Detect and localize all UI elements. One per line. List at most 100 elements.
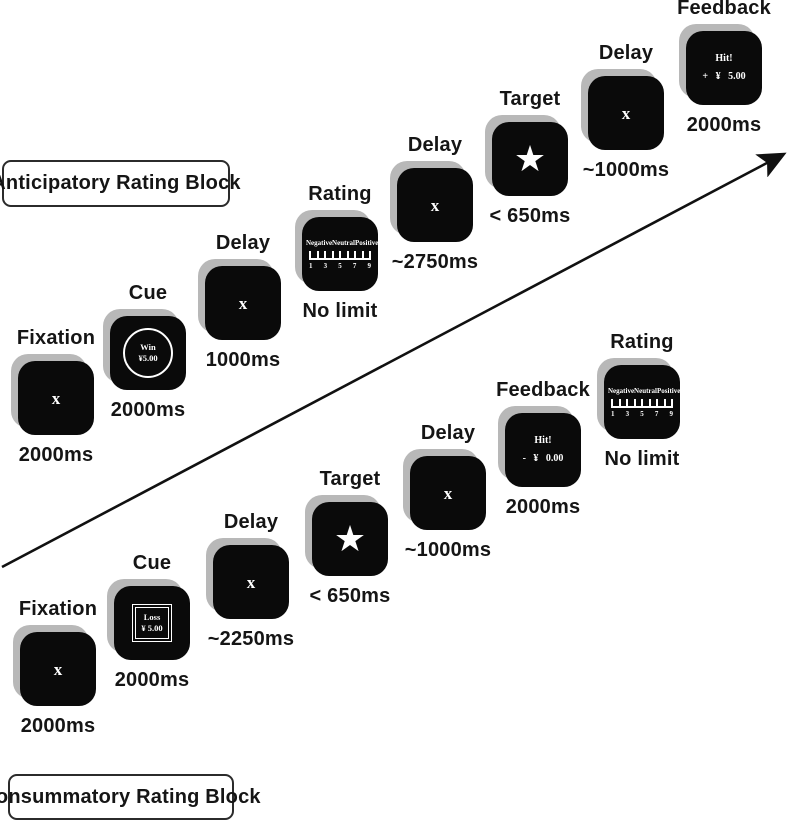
- screen-duration: ~1000ms: [404, 539, 492, 561]
- stimulus-card: Negative Neutral Positive 1 3 5 7 9: [597, 358, 680, 439]
- screen-anticipatory-delay3: Delay x ~1000ms: [571, 42, 681, 182]
- rating-label-positive: Positive: [657, 386, 681, 395]
- fixation-cross: x: [430, 195, 440, 215]
- stimulus-card: Hit! - ¥ 0.00: [498, 406, 581, 487]
- screen-duration: ~2750ms: [391, 251, 479, 273]
- screen-title: Target: [319, 468, 381, 490]
- rating-number: 9: [367, 261, 372, 270]
- feedback-hit-text: Hit!: [715, 53, 733, 64]
- screen-anticipatory-feedback: Feedback Hit! + ¥ 5.00 2000ms: [669, 0, 779, 137]
- screen-duration: 1000ms: [205, 349, 281, 371]
- rating-label-negative: Negative: [306, 238, 333, 247]
- stimulus-card: x: [13, 625, 96, 706]
- stimulus-card: Win ¥5.00: [103, 309, 186, 390]
- fixation-cross: x: [51, 388, 61, 408]
- screen-anticipatory-target: Target ★ < 650ms: [475, 88, 585, 228]
- win-cue-circle-icon: Win ¥5.00: [123, 328, 173, 378]
- rating-scale: Negative Neutral Positive 1 3 5 7 9: [608, 386, 680, 418]
- rating-number: 1: [309, 261, 313, 270]
- rating-label-negative: Negative: [608, 386, 635, 395]
- screen-title: Delay: [407, 134, 463, 156]
- rating-number: 7: [654, 409, 659, 418]
- star-icon: ★: [513, 138, 547, 179]
- screen-consummatory-fixation: Fixation x 2000ms: [3, 598, 113, 738]
- loss-cue-square-icon: Loss ¥ 5.00: [132, 603, 172, 643]
- consummatory-block-label: Consummatory Rating Block: [0, 774, 261, 820]
- screen-duration: < 650ms: [489, 205, 571, 227]
- rating-number: 3: [323, 261, 328, 270]
- screen-title: Delay: [215, 232, 271, 254]
- screen-duration: 2000ms: [20, 715, 96, 737]
- screen-duration: < 650ms: [309, 585, 391, 607]
- feedback-amount: - ¥ 0.00: [522, 453, 564, 464]
- screen-title: Delay: [598, 42, 654, 64]
- screen-anticipatory-delay2: Delay x ~2750ms: [380, 134, 490, 274]
- rating-number: 3: [625, 409, 630, 418]
- stimulus-card: ★: [305, 495, 388, 576]
- feedback-amount: + ¥ 5.00: [702, 71, 746, 82]
- cue-text: Win: [140, 341, 156, 352]
- screen-consummatory-rating: Rating Negative Neutral Positive 1 3 5 7…: [587, 331, 697, 471]
- rating-scale-numbers: 1 3 5 7 9: [611, 410, 673, 418]
- screen-anticipatory-rating: Rating Negative Neutral Positive 1 3 5 7…: [285, 183, 395, 323]
- screen-title: Feedback: [496, 379, 590, 401]
- rating-number: 7: [352, 261, 357, 270]
- rating-label-positive: Positive: [355, 238, 379, 247]
- screen-duration: 2000ms: [505, 496, 581, 518]
- screen-title: Delay: [420, 422, 476, 444]
- screen-consummatory-delay1: Delay x ~2250ms: [196, 511, 306, 651]
- rating-number: 9: [669, 409, 674, 418]
- anticipatory-block-label: Anticipatory Rating Block: [0, 160, 241, 207]
- rating-ruler: [611, 398, 673, 408]
- stimulus-card: Hit! + ¥ 5.00: [679, 24, 762, 105]
- stimulus-card: x: [11, 354, 94, 435]
- rating-label-neutral: Neutral: [634, 386, 657, 395]
- screen-title: Rating: [308, 183, 372, 205]
- stimulus-card: x: [403, 449, 486, 530]
- stimulus-card: x: [198, 259, 281, 340]
- stimulus-card: Negative Neutral Positive 1 3 5 7 9: [295, 210, 378, 291]
- rating-scale: Negative Neutral Positive 1 3 5 7 9: [306, 238, 378, 270]
- screen-title: Feedback: [677, 0, 771, 19]
- rating-scale-labels: Negative Neutral Positive: [608, 386, 680, 395]
- screen-title: Cue: [132, 552, 172, 574]
- fixation-cross: x: [246, 572, 256, 592]
- cue-text: Loss: [143, 611, 161, 622]
- stimulus-card: x: [390, 161, 473, 242]
- screen-duration: No limit: [302, 300, 378, 322]
- fixation-cross: x: [443, 483, 453, 503]
- screen-duration: 2000ms: [686, 114, 762, 136]
- rating-number: 1: [611, 409, 615, 418]
- loss-cue-square-inner: Loss ¥ 5.00: [135, 606, 169, 640]
- screen-title: Fixation: [18, 598, 98, 620]
- cue-amount: ¥5.00: [138, 353, 158, 363]
- rating-number: 5: [640, 409, 644, 418]
- screen-anticipatory-fixation: Fixation x 2000ms: [1, 327, 111, 467]
- feedback-hit-text: Hit!: [534, 435, 552, 446]
- rating-label-neutral: Neutral: [332, 238, 355, 247]
- screen-duration: 2000ms: [114, 669, 190, 691]
- screen-consummatory-target: Target ★ < 650ms: [295, 468, 405, 608]
- screen-title: Target: [499, 88, 561, 110]
- cue-amount: ¥ 5.00: [141, 623, 163, 633]
- screen-title: Delay: [223, 511, 279, 533]
- stimulus-card: x: [581, 69, 664, 150]
- stimulus-card: ★: [485, 115, 568, 196]
- screen-title: Cue: [128, 282, 168, 304]
- screen-duration: 2000ms: [18, 444, 94, 466]
- screen-anticipatory-cue: Cue Win ¥5.00 2000ms: [93, 282, 203, 422]
- rating-ruler: [309, 250, 371, 260]
- fixation-cross: x: [238, 293, 248, 313]
- fixation-cross: x: [53, 659, 63, 679]
- rating-number: 5: [338, 261, 342, 270]
- screen-duration: ~2250ms: [207, 628, 295, 650]
- screen-consummatory-cue: Cue Loss ¥ 5.00 2000ms: [97, 552, 207, 692]
- rating-scale-labels: Negative Neutral Positive: [306, 238, 378, 247]
- rating-scale-numbers: 1 3 5 7 9: [309, 262, 371, 270]
- screen-anticipatory-delay1: Delay x 1000ms: [188, 232, 298, 372]
- screen-duration: No limit: [604, 448, 680, 470]
- screen-duration: ~1000ms: [582, 159, 670, 181]
- screen-consummatory-feedback: Feedback Hit! - ¥ 0.00 2000ms: [488, 379, 598, 519]
